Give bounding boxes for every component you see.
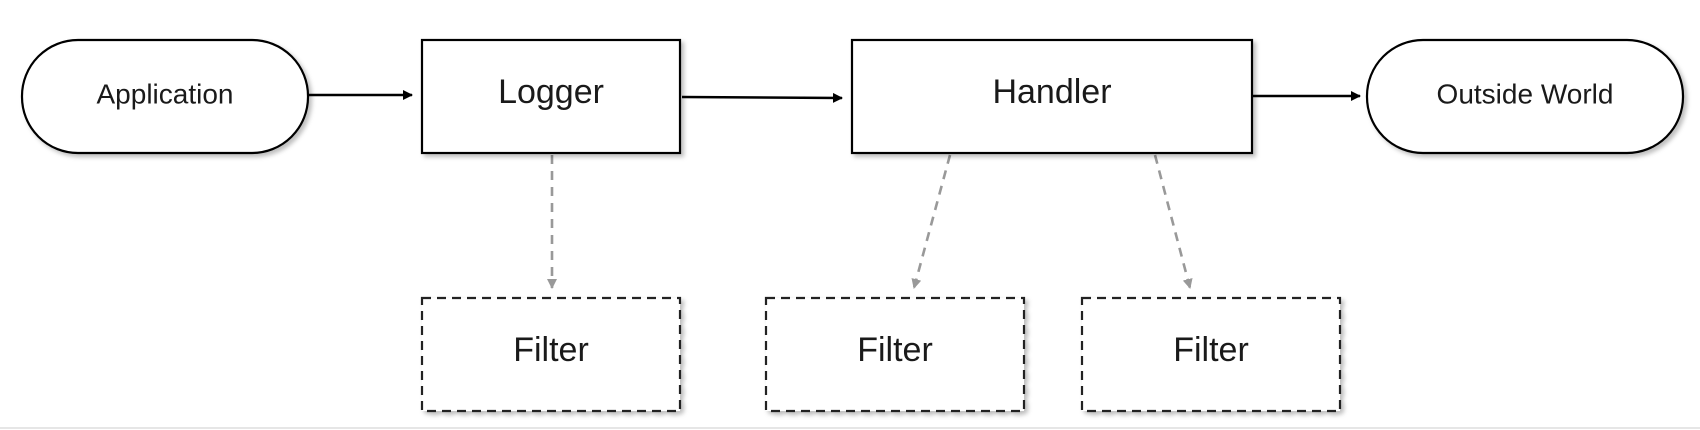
application-label: Application: [97, 78, 234, 109]
handler-filter-1-label: Filter: [857, 331, 933, 369]
handler-node: Handler: [850, 38, 1254, 155]
outside-world-label: Outside World: [1437, 78, 1614, 109]
edge-handler-to-filter-2: [1153, 154, 1193, 289]
edge-logger-to-handler: [681, 92, 843, 103]
handler-filter-1-node: Filter: [764, 296, 1026, 413]
logger-filter-label: Filter: [513, 331, 589, 369]
logger-node: Logger: [420, 38, 682, 155]
outside-world-node: Outside World: [1365, 38, 1685, 155]
handler-label: Handler: [992, 73, 1111, 111]
logger-filter-node: Filter: [420, 296, 682, 413]
application-node: Application: [20, 38, 310, 155]
handler-filter-2-node: Filter: [1080, 296, 1342, 413]
logger-label: Logger: [498, 73, 604, 111]
edge-handler-to-filter-1: [911, 154, 952, 289]
handler-filter-2-label: Filter: [1173, 331, 1249, 369]
